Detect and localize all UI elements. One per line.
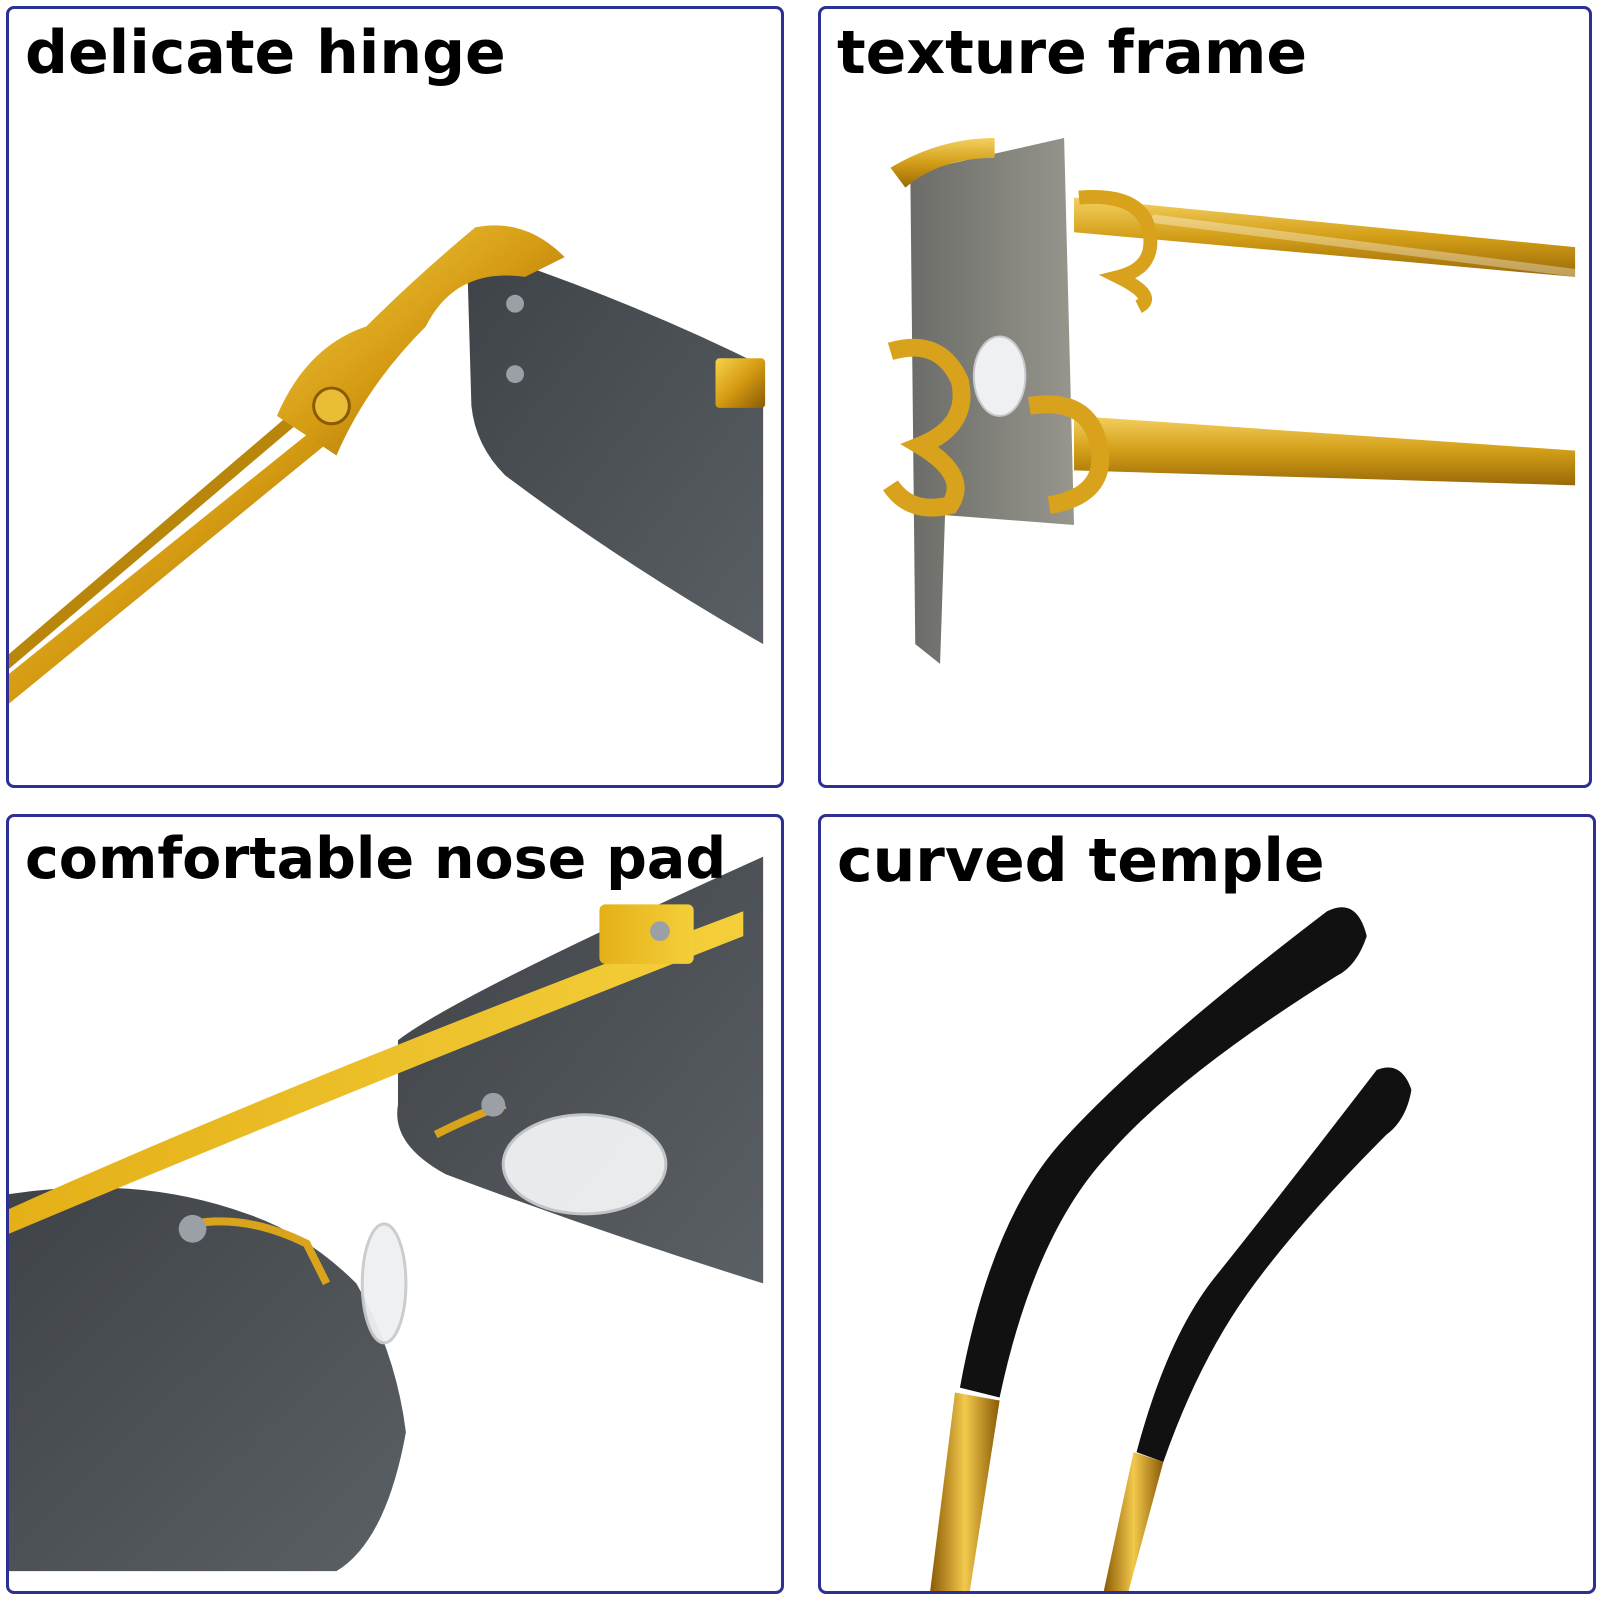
panel-caption: texture frame bbox=[837, 18, 1308, 88]
nose-pad-photo bbox=[9, 856, 764, 1572]
frame-photo bbox=[883, 138, 1576, 664]
panel-texture-frame: texture frame bbox=[818, 6, 1592, 788]
panel-delicate-hinge: delicate hinge bbox=[6, 6, 784, 788]
panel-curved-temple: curved temple bbox=[818, 814, 1596, 1594]
temple-photo bbox=[930, 907, 1412, 1591]
hinge-photo bbox=[9, 225, 766, 704]
panel-caption: curved temple bbox=[837, 826, 1325, 896]
panel-comfortable-nose-pad: comfortable nose pad bbox=[6, 814, 784, 1594]
panel-caption: comfortable nose pad bbox=[25, 826, 727, 892]
panel-caption: delicate hinge bbox=[25, 18, 506, 88]
